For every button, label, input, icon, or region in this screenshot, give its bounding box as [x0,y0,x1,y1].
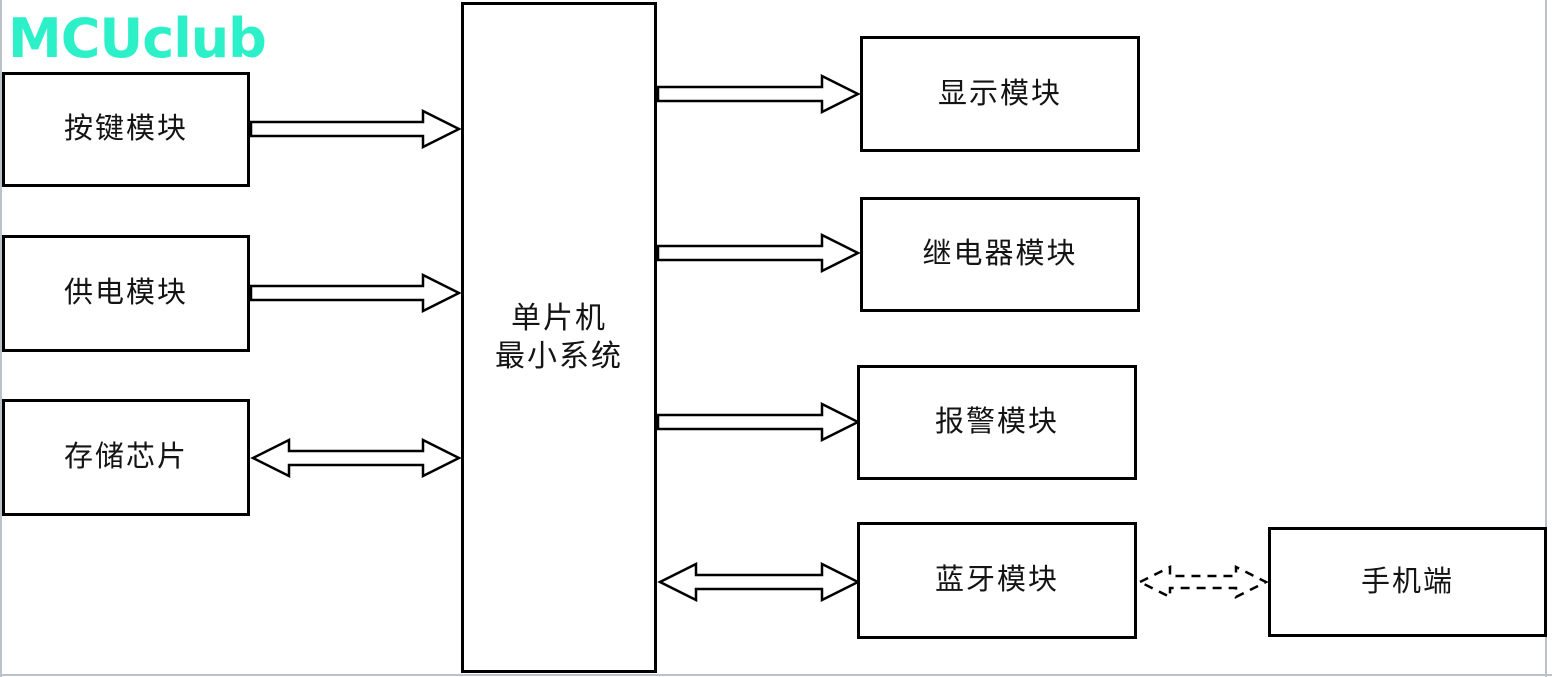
node-bluetooth-module: 蓝牙模块 [857,522,1137,639]
node-storage-chip: 存储芯片 [2,399,250,516]
node-display-label: 显示模块 [937,77,1062,110]
node-display-module: 显示模块 [860,36,1140,152]
arrow-storage-mcu-bidirectional [250,438,461,478]
node-keypad-module: 按键模块 [2,72,250,187]
node-power-module: 供电模块 [2,235,250,352]
node-mcu-label-line1: 单片机 [511,302,607,335]
frame-bottom-edge [0,674,1552,676]
mcuclub-watermark: MCUclub [8,7,267,70]
arrow-mcu-to-alarm [657,402,860,442]
node-mcu-label-line2: 最小系统 [495,339,623,373]
arrow-mcu-to-display [657,74,860,114]
arrow-mcu-bluetooth-bidirectional [657,562,860,602]
node-relay-module: 继电器模块 [860,197,1140,312]
node-storage-label: 存储芯片 [63,441,188,474]
arrow-power-to-mcu [250,273,461,313]
arrow-mcu-to-relay [657,233,860,273]
node-alarm-module: 报警模块 [857,365,1137,480]
node-phone-label: 手机端 [1360,565,1454,598]
node-power-label: 供电模块 [63,277,188,310]
node-mcu-minimal-system: 单片机 最小系统 [461,2,657,673]
node-phone-client: 手机端 [1268,527,1547,637]
arrow-keypad-to-mcu [250,109,461,149]
node-bluetooth-label: 蓝牙模块 [934,564,1059,597]
node-keypad-label: 按键模块 [63,113,188,146]
frame-left-edge [0,0,2,677]
node-relay-label: 继电器模块 [922,238,1078,271]
frame-right-edge [1545,0,1547,677]
arrow-bluetooth-phone-dashed-bidirectional [1137,562,1268,602]
node-alarm-label: 报警模块 [934,406,1059,439]
